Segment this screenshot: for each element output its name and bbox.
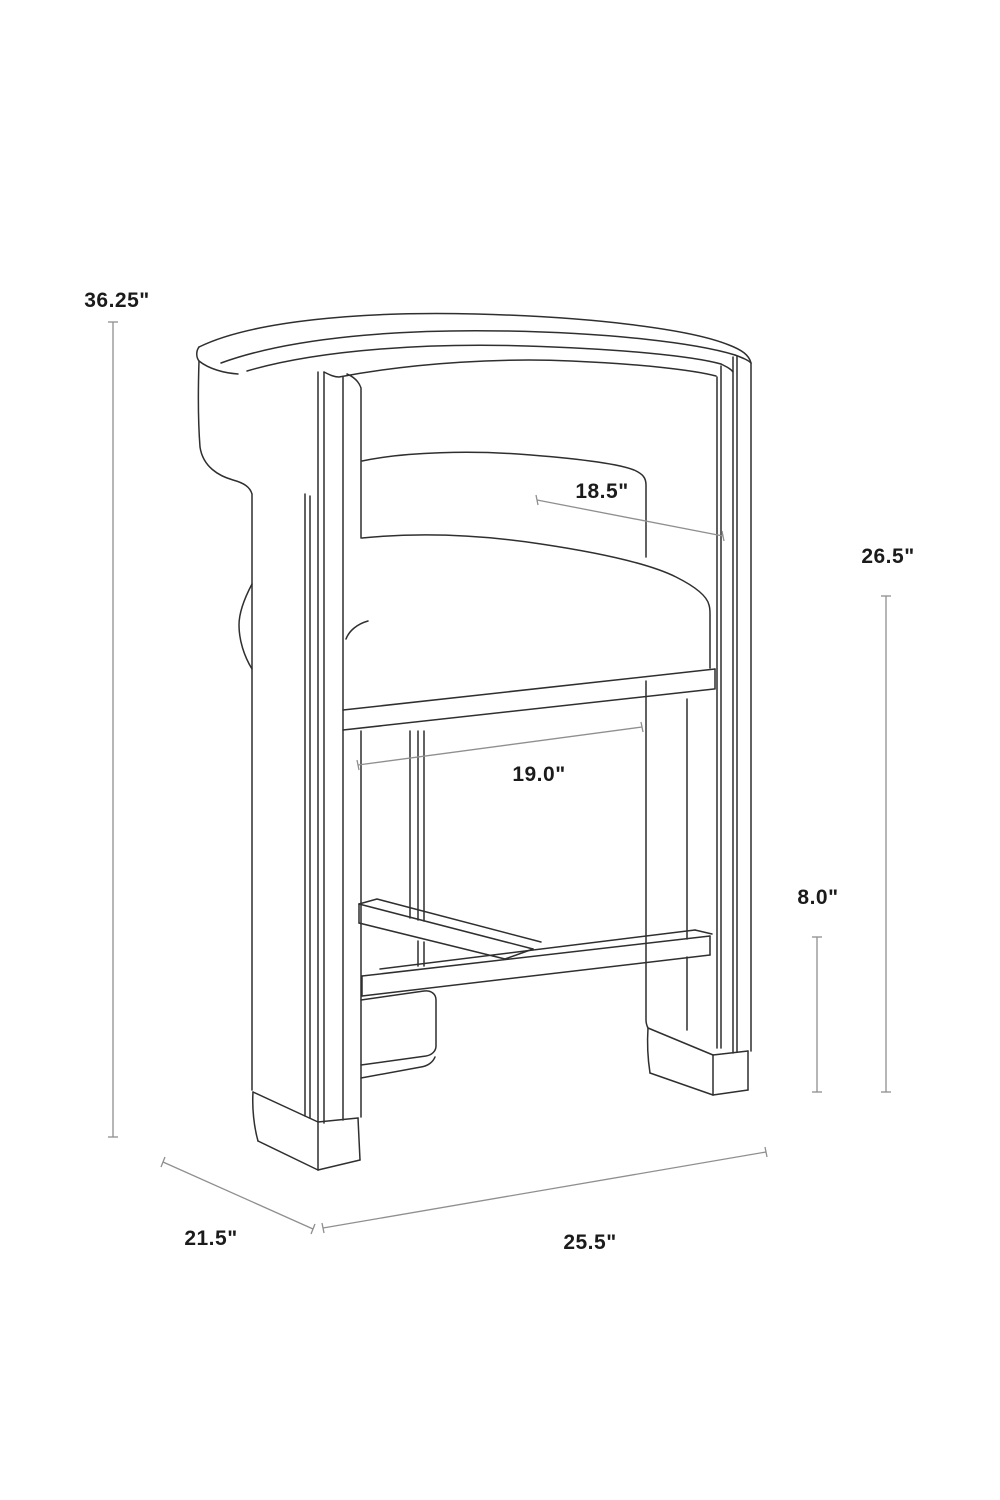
footrest <box>358 898 713 997</box>
dim-footrest-height: 8.0" <box>797 886 838 1093</box>
left-panel <box>197 360 362 1124</box>
dim-seat-height: 26.5" <box>861 545 914 1093</box>
dim-footrest-height-label: 8.0" <box>797 886 838 909</box>
dimension-annotations: 36.25" 18.5" 26.5" 19.0" <box>84 289 914 1254</box>
dim-overall-depth-label: 21.5" <box>184 1227 237 1250</box>
dim-back-width-label: 18.5" <box>575 480 628 503</box>
dim-seat-width-label: 19.0" <box>512 763 565 786</box>
seat-rail <box>342 668 716 731</box>
dim-seat-height-label: 26.5" <box>861 545 914 568</box>
dim-seat-width: 19.0" <box>356 721 644 786</box>
right-panel <box>645 355 752 1054</box>
dim-overall-width: 25.5" <box>321 1146 768 1254</box>
back-cushion <box>361 451 647 558</box>
seat-cushion <box>345 534 711 669</box>
dim-overall-height: 36.25" <box>84 289 150 1138</box>
chair-line-art <box>196 312 752 1171</box>
back-leg <box>360 730 437 1079</box>
dim-overall-depth: 21.5" <box>160 1156 316 1250</box>
left-foot <box>252 1091 361 1171</box>
right-foot <box>646 1027 749 1096</box>
back-rim <box>196 312 752 378</box>
dim-back-width: 18.5" <box>535 480 725 542</box>
dim-overall-height-label: 36.25" <box>84 289 150 312</box>
dim-overall-width-label: 25.5" <box>563 1231 616 1254</box>
